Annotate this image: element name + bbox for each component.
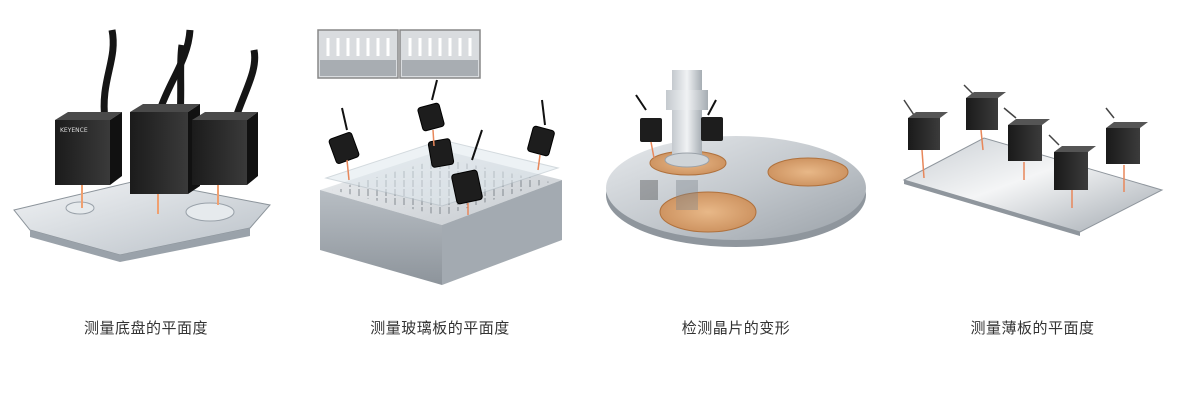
sheet-sensor-1	[903, 99, 948, 150]
sensor-front	[451, 129, 483, 205]
sensor-top-center	[417, 79, 445, 132]
sensor-3	[192, 112, 258, 205]
sheet-sensor-2	[963, 84, 1006, 130]
sheet-sensor-3	[1003, 107, 1050, 161]
chassis-flatness-illustration: KEYENCE	[13, 29, 271, 262]
caption-wafer-deformation: 检测晶片的变形	[681, 319, 791, 337]
sensor-brand-label: KEYENCE	[60, 127, 88, 134]
sensor-left	[328, 107, 360, 164]
panel-sheet-flatness: 测量薄板的平面度	[884, 0, 1181, 414]
panel-chassis-flatness: KEYENCE 测量底盘的平面度	[0, 0, 292, 414]
wafer-sensor-left	[635, 94, 662, 159]
sensor-1: KEYENCE	[55, 112, 122, 208]
glass-flatness-illustration	[317, 29, 562, 285]
inset-thumbnails	[317, 29, 481, 79]
caption-sheet-flatness: 测量薄板的平面度	[970, 319, 1095, 337]
sensor-center	[427, 138, 455, 168]
panel-glass-flatness: 测量玻璃板的平面度	[292, 0, 588, 414]
sheet-sensor-4	[1048, 134, 1096, 190]
caption-chassis-flatness: 测量底盘的平面度	[83, 319, 208, 337]
wafer-sensor-right	[701, 99, 723, 141]
sheet-flatness-illustration	[902, 84, 1164, 236]
panel-wafer-deformation: 检测晶片的变形	[588, 0, 884, 414]
wafer-deformation-illustration	[606, 70, 866, 247]
sheet-sensor-5	[1105, 107, 1148, 164]
sensor-right	[527, 99, 555, 157]
caption-glass-flatness: 测量玻璃板的平面度	[370, 319, 510, 337]
